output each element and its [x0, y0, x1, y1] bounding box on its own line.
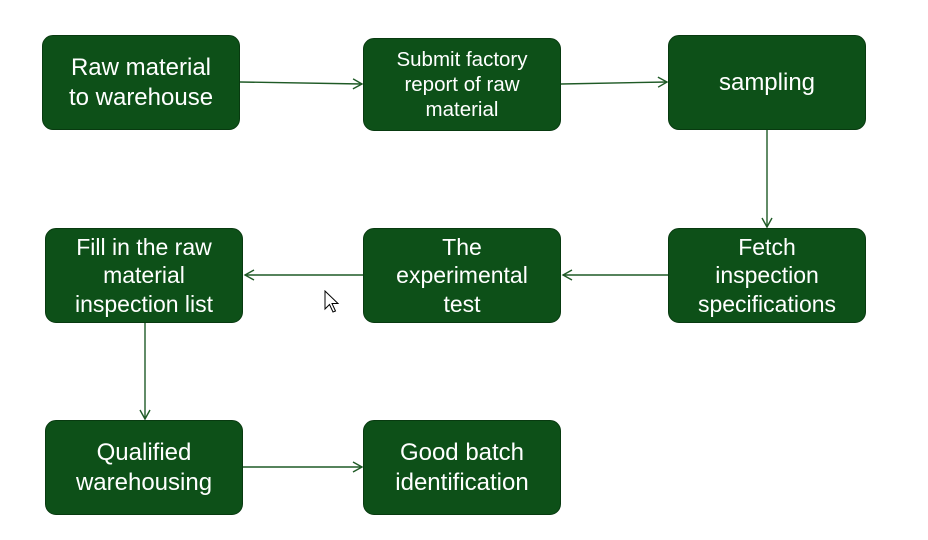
node-label: Submit factory report of raw material: [396, 48, 528, 121]
mouse-pointer-icon: [324, 290, 340, 313]
node-sampling[interactable]: sampling: [668, 35, 866, 130]
node-good-batch-identification[interactable]: Good batch identification: [363, 420, 561, 515]
node-label: Raw material to warehouse: [68, 54, 214, 111]
node-submit-factory-report[interactable]: Submit factory report of raw material: [363, 38, 561, 131]
node-fill-inspection-list[interactable]: Fill in the raw material inspection list: [45, 228, 243, 323]
node-label: Good batch identification: [395, 439, 529, 496]
node-qualified-warehousing[interactable]: Qualified warehousing: [45, 420, 243, 515]
node-label: sampling: [718, 68, 816, 96]
edge-submit-to-sampling: [560, 76, 669, 88]
node-label: Qualified warehousing: [75, 439, 213, 496]
edge-raw-to-submit: [239, 78, 364, 90]
node-label: The experimental test: [396, 234, 528, 317]
node-raw-material-to-warehouse[interactable]: Raw material to warehouse: [42, 35, 240, 130]
node-fetch-inspection-specifications[interactable]: Fetch inspection specifications: [668, 228, 866, 323]
node-label: Fetch inspection specifications: [697, 234, 837, 317]
node-experimental-test[interactable]: The experimental test: [363, 228, 561, 323]
node-label: Fill in the raw material inspection list: [74, 234, 214, 317]
